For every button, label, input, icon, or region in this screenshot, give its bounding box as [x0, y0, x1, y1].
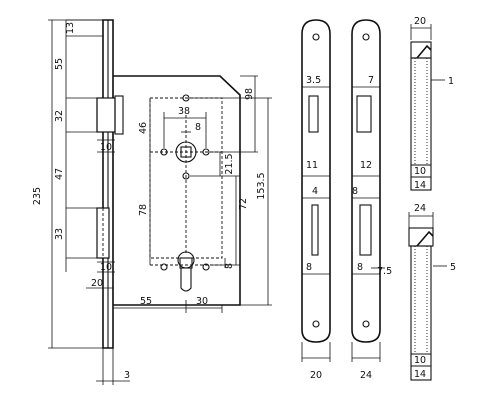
dim-forend-to-latch: 55	[54, 58, 65, 70]
dim-top-offset: 13	[65, 22, 76, 34]
dim-forend-a-bolt-width: 4	[312, 186, 318, 197]
dim-forend-b-bolt-width: 8	[352, 186, 358, 197]
side-b-callout: 5	[450, 262, 456, 273]
forend-a-bolt-slot	[311, 204, 319, 256]
side-b-latch-bevel	[416, 230, 434, 247]
forend-a-outline	[301, 19, 331, 343]
dim-case-top-to-spindle: 46	[138, 122, 149, 134]
main-lock-view	[96, 19, 241, 349]
dim-case-depth: 98	[244, 88, 255, 100]
dim-case-height: 153.5	[256, 172, 267, 199]
side-a-head	[410, 41, 432, 59]
side-a-bottom: 14	[414, 180, 426, 191]
side-b-width: 24	[414, 203, 426, 214]
forend-view-a: 3.5 11 4 8 20	[301, 19, 331, 381]
dim-forend-a-width: 20	[310, 370, 322, 381]
forend-b-bolt-slot	[359, 204, 372, 256]
dim-forend-a-latch-width: 3.5	[306, 75, 321, 86]
side-a-body	[410, 57, 432, 191]
dim-spindle-spacing: 38	[178, 106, 190, 117]
dim-forend-a-bolt-height: 8	[306, 262, 312, 273]
dim-forend-b-width: 24	[360, 370, 372, 381]
main-dimension-labels: 235 13 55 32 47 33 10 10 20 55 30 3 98 3…	[32, 22, 267, 381]
dim-spindle-to-cylinder: 78	[138, 204, 149, 216]
forend-b-screw-bottom	[362, 320, 370, 328]
dim-forend-a-latch-height: 11	[306, 160, 318, 171]
hole-top	[182, 94, 190, 102]
side-section-b: 24 5 10 14	[408, 203, 456, 381]
dim-forend-b-latch-height: 12	[360, 160, 372, 171]
side-a-depth: 10	[414, 166, 426, 177]
latch-bolt-back	[114, 95, 124, 135]
hole-left-lower	[160, 263, 168, 271]
dim-backset: 55	[140, 296, 152, 307]
dim-total-height: 235	[32, 187, 43, 205]
dim-forend-b-latch-width: 7	[368, 75, 374, 86]
dim-spindle-square: 8	[195, 122, 201, 133]
dim-mid-hole-to-cylinder: 72	[238, 198, 249, 210]
dim-spindle-to-mid-hole: 21.5	[224, 153, 235, 174]
dim-forend-b-offset: 7.5	[377, 266, 392, 277]
forend-view-b: 7 12 8 8 7.5 24	[351, 19, 392, 381]
side-a-latch-bevel	[416, 44, 432, 59]
side-b-head	[408, 227, 434, 247]
cylinder-profile	[180, 268, 192, 292]
side-b-body	[410, 245, 432, 381]
side-section-a: 20 1 10 14	[410, 16, 454, 191]
side-b-depth: 10	[414, 355, 426, 366]
dim-latch-to-lockbolt: 47	[54, 168, 65, 180]
hole-right-lower	[202, 263, 210, 271]
dim-latch-height: 32	[54, 110, 65, 122]
dim-cylinder-offset: 8	[224, 263, 235, 269]
dim-latch-throw-b: 10	[100, 262, 112, 273]
lock-case	[113, 75, 241, 306]
forend-b-screw-top	[362, 33, 370, 41]
dim-lockbolt-height: 33	[54, 228, 65, 240]
cylinder-square	[179, 257, 193, 269]
side-b-bottom: 14	[414, 369, 426, 380]
forend-a-screw-bottom	[312, 320, 320, 328]
dim-forend-thickness: 20	[91, 278, 103, 289]
forend-b-outline	[351, 19, 381, 343]
dim-latch-throw-a: 10	[100, 142, 112, 153]
dim-faceplate-thickness: 3	[124, 370, 130, 381]
latch-bolt	[96, 97, 116, 133]
forend-a-screw-top	[312, 33, 320, 41]
main-dimension-lines	[48, 19, 272, 385]
side-a-callout: 1	[448, 76, 454, 87]
dim-forend-b-bolt-height: 8	[357, 262, 363, 273]
forend-a-latch-slot	[308, 95, 319, 133]
forend-b-latch-slot	[356, 95, 372, 133]
dim-case-width-part: 30	[196, 296, 208, 307]
side-a-width: 20	[414, 16, 426, 27]
